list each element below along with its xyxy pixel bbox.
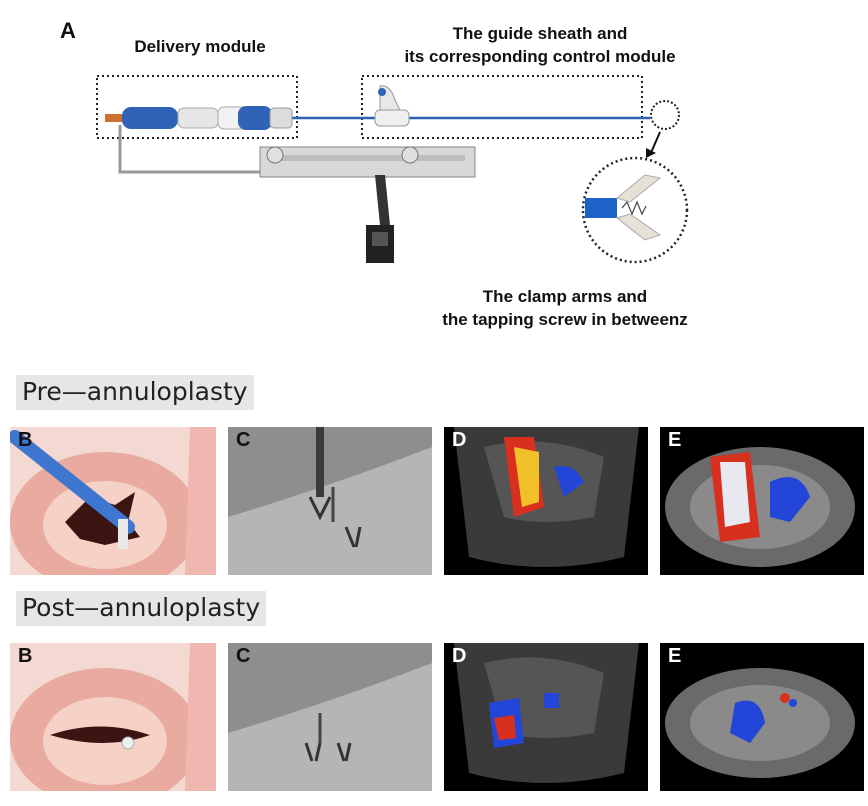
guide-sheath-label-line1: The guide sheath and xyxy=(452,24,628,43)
post-panel-e-letter: E xyxy=(668,645,682,667)
pre-panel-b-letter: B xyxy=(18,429,33,451)
pre-panel-b-image: B xyxy=(10,427,216,575)
pre-panel-c-letter: C xyxy=(236,429,251,451)
delivery-module-box xyxy=(96,75,298,139)
guide-sheath-label: The guide sheath and its corresponding c… xyxy=(370,22,710,68)
pre-panel-e-image: E xyxy=(660,427,864,575)
clamp-label-line1: The clamp arms and xyxy=(482,287,648,306)
post-panel-d-letter: D xyxy=(452,645,467,667)
post-panel-b-image: B xyxy=(10,643,216,791)
guide-sheath-box xyxy=(361,75,643,139)
clamp-label: The clamp arms and the tapping screw in … xyxy=(400,285,730,331)
panel-a-letter: A xyxy=(60,18,76,43)
post-panel-b-letter: B xyxy=(18,645,33,667)
pre-panel-c-image: C xyxy=(228,427,432,575)
pre-annuloplasty-label: Pre—annuloplasty xyxy=(16,375,254,410)
device-illustration xyxy=(96,75,689,264)
magnified-tip-circle xyxy=(581,156,689,264)
pre-panel-d-letter: D xyxy=(452,429,467,451)
tip-callout-circle xyxy=(650,100,680,130)
pre-panel-d-image: D xyxy=(444,427,648,575)
post-panel-c-image: C xyxy=(228,643,432,791)
post-panel-c-letter: C xyxy=(236,645,251,667)
pre-panel-e-letter: E xyxy=(668,429,682,451)
clamp-label-line2: the tapping screw in betweenz xyxy=(442,310,688,329)
post-panel-e-image: E xyxy=(660,643,864,791)
guide-sheath-label-line2: its corresponding control module xyxy=(404,47,676,66)
post-panel-d-image: D xyxy=(444,643,648,791)
delivery-module-label: Delivery module xyxy=(134,37,266,56)
post-annuloplasty-label: Post—annuloplasty xyxy=(16,591,267,626)
